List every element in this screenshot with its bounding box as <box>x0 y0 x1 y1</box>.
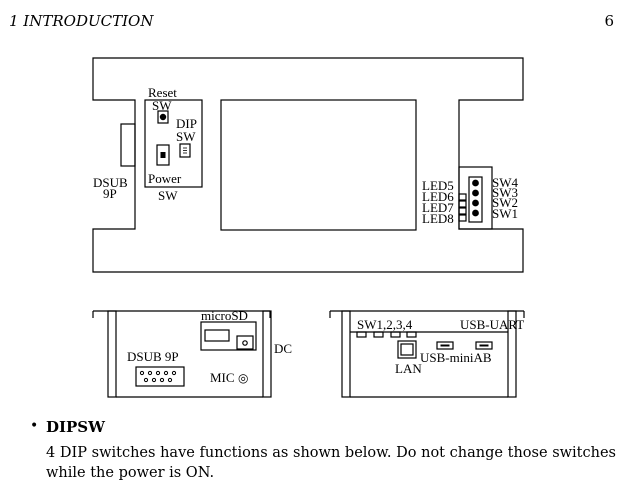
led6-label: LED6 <box>422 189 454 204</box>
dsub-pin <box>147 370 153 376</box>
led8 <box>458 214 467 222</box>
dc-label: DC <box>274 341 292 356</box>
dsub-pin <box>167 377 173 383</box>
board-diagram: Reset SW DIP SW Power SW DSUB 9P LED5 LE… <box>92 57 525 398</box>
sw1234-label: SW1,2,3,4 <box>357 317 413 332</box>
lan-port-inner <box>400 343 414 356</box>
dsub9p-label: DSUB 9P <box>127 349 179 364</box>
usb-uart-contact <box>479 344 489 347</box>
sw4-dot <box>472 179 479 187</box>
microsd-label: microSD <box>201 308 248 323</box>
sw-button <box>373 331 384 338</box>
sw-block <box>458 166 493 230</box>
mic-icon: ◎ <box>238 371 248 385</box>
mic-label: MIC <box>210 370 235 385</box>
reset-switch <box>157 110 169 124</box>
usb-miniab-label: USB-miniAB <box>420 350 492 365</box>
microsd-card <box>204 329 230 342</box>
sw-button <box>406 331 417 338</box>
dsub-9p-label: 9P <box>103 186 117 201</box>
reset-sw-label: SW <box>152 98 172 113</box>
usb-uart-label: USB-UART <box>460 317 524 332</box>
usb-uart-port <box>475 341 493 350</box>
top-view <box>92 57 524 273</box>
dsub-pin <box>143 377 149 383</box>
led7 <box>458 207 467 215</box>
section-title: DIPSW <box>46 418 105 436</box>
power-switch <box>156 144 170 166</box>
dsub-pin <box>155 370 161 376</box>
power-switch-knob <box>160 152 166 158</box>
led5-label: LED5 <box>422 178 454 193</box>
sw2-dot <box>472 199 479 207</box>
dsub-connector <box>120 123 136 167</box>
power-label: Power <box>148 171 182 186</box>
page-number: 6 <box>604 12 614 30</box>
standoff-right <box>507 310 517 398</box>
led8-label: LED8 <box>422 211 454 226</box>
usb-miniab-contact <box>440 344 450 347</box>
switch-block <box>144 99 203 188</box>
led6 <box>458 200 467 208</box>
sw-button <box>390 331 401 338</box>
standoff-right <box>262 310 272 398</box>
sw1-label: SW1 <box>492 206 518 221</box>
dsub-port <box>135 366 185 387</box>
sw3-label: SW3 <box>492 185 518 200</box>
dsub-pin <box>159 377 165 383</box>
left-side-view <box>92 310 272 398</box>
sw-array <box>468 176 483 223</box>
microsd-slot <box>200 321 257 351</box>
sw3-dot <box>472 189 479 197</box>
led7-label: LED7 <box>422 200 454 215</box>
lan-port <box>397 340 417 359</box>
dc-jack <box>236 335 254 350</box>
standoff-left <box>107 310 117 398</box>
standoff-left <box>341 310 351 398</box>
running-header: 1 INTRODUCTION <box>9 12 154 30</box>
dc-jack-hole <box>242 340 248 346</box>
sw4-label: SW4 <box>492 175 519 190</box>
bullet-marker: • <box>30 418 39 434</box>
dsub-label: DSUB <box>93 175 128 190</box>
dsub-pin <box>171 370 177 376</box>
board-outline <box>92 57 524 273</box>
lan-label: LAN <box>395 361 422 376</box>
dip-switch <box>179 143 191 158</box>
lcd-area <box>220 99 417 231</box>
sw-button <box>356 331 367 338</box>
sw2-label: SW2 <box>492 195 518 210</box>
dip-label: DIP <box>176 116 197 131</box>
power-sw-label: SW <box>158 188 178 203</box>
dip-sw-label: SW <box>176 129 196 144</box>
dsub-pin <box>163 370 169 376</box>
reset-label: Reset <box>148 85 177 100</box>
led5 <box>458 193 467 201</box>
sw1-dot <box>472 209 479 217</box>
dsub-pin <box>139 370 145 376</box>
usb-miniab-port <box>436 341 454 350</box>
reset-switch-dot <box>159 113 167 121</box>
section-paragraph: 4 DIP switches have functions as shown b… <box>46 445 616 481</box>
dsub-pin <box>151 377 157 383</box>
right-side-view <box>329 310 525 398</box>
